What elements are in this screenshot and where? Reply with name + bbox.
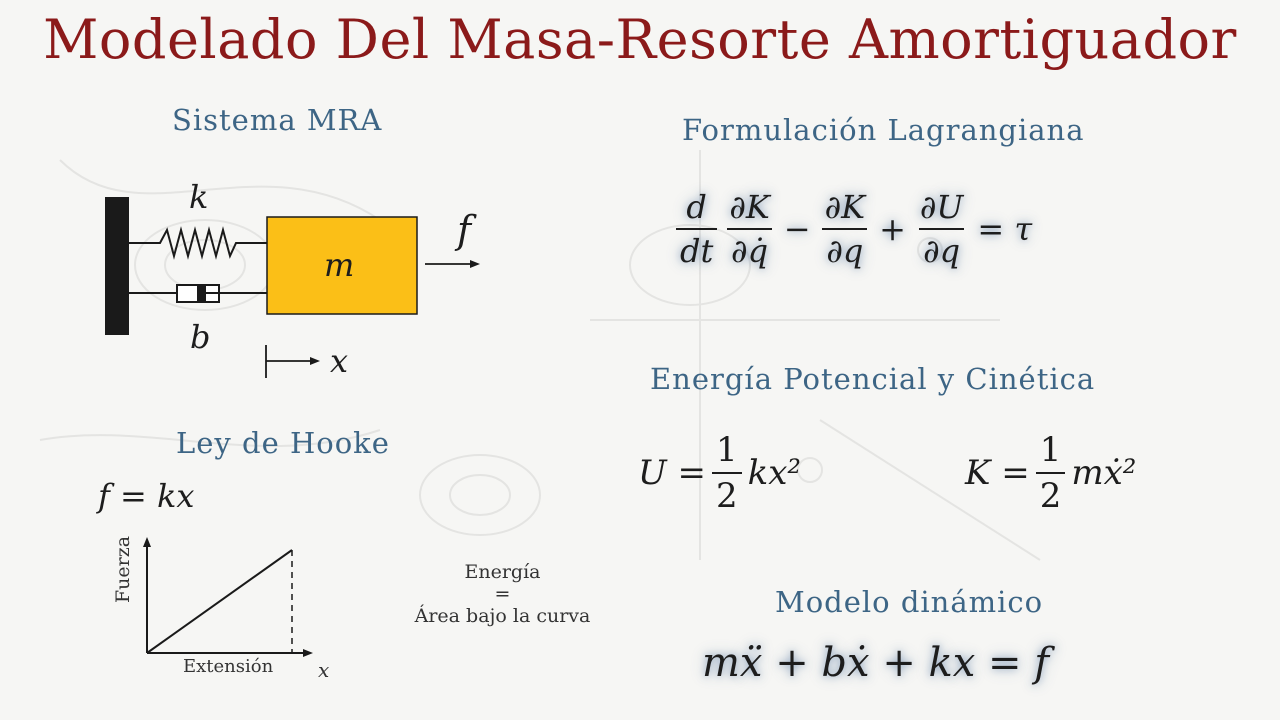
u-left: U = [638,453,706,493]
frac-dk-dqdot: ∂K ∂q̇ [725,188,773,270]
heading-formulacion-lagrangiana: Formulación Lagrangiana [682,113,1085,147]
frac-one-half: 1 2 [1035,430,1066,516]
frac-den: ∂q [919,228,965,270]
damper-piston [197,284,206,303]
frac-den: 2 [711,472,742,516]
force-label: f [457,208,472,252]
frac-den: ∂q̇ [727,228,773,270]
frac-den: dt [676,228,718,270]
bg-curve [39,429,381,448]
heading-sistema-mra: Sistema MRA [172,103,383,137]
k-right: mẋ² [1071,453,1137,493]
mass-block [266,216,418,315]
u-right: kx² [747,453,802,493]
y-axis-arrowhead [143,537,151,547]
frac-d-dt: d dt [676,188,718,270]
lagrange-equation: d dt ∂K ∂q̇ − ∂K ∂q + ∂U ∂q = τ [672,188,1032,270]
minus-sign: − [783,210,811,248]
bg-joint [917,237,943,263]
frac-one-half: 1 2 [711,430,742,516]
energy-note-line3: Área bajo la curva [414,605,591,627]
frac-num: ∂K [729,188,770,226]
bg-swirl [419,454,541,536]
bg-curve [59,159,381,221]
energy-note-line2: = [494,583,511,605]
frac-den: ∂q [822,228,868,270]
hooke-equation: f = kx [98,477,195,515]
bg-link [819,419,1041,561]
force-arrowhead [470,260,480,268]
frac-den: 2 [1035,472,1066,516]
x-axis-label: Extensión [183,656,274,677]
spring [129,226,267,260]
displacement-label: x [330,342,349,380]
force-line [146,549,293,654]
page-title: Modelado Del Masa-Resorte Amortiguador [43,8,1237,71]
frac-num: ∂K [824,188,866,226]
bg-swirl [449,474,511,516]
x-axis-var: x [318,658,330,682]
energy-note-line1: Energía [464,561,541,583]
spring-label: k [189,178,209,216]
k-left: K = [965,453,1030,493]
hooke-graph [143,537,313,657]
dynamic-model-equation: mẍ + bẋ + kx = f [702,640,1050,686]
bg-swirl [629,224,751,306]
frac-dk-dq: ∂K ∂q [821,188,869,270]
x-axis-arrowhead [303,649,313,657]
heading-ley-de-hooke: Ley de Hooke [176,426,390,460]
heading-energia: Energía Potencial y Cinética [650,362,1096,396]
kinetic-energy-equation: K = 1 2 mẋ² [965,430,1136,516]
wall [105,197,129,335]
frac-num: 1 [1039,430,1062,470]
frac-du-dq: ∂U ∂q [916,188,968,270]
bg-joint [797,457,823,483]
frac-num: 1 [715,430,738,470]
mass-label: m [324,246,355,284]
energy-note: Energía = Área bajo la curva [385,561,620,627]
damper-label: b [190,318,211,356]
equals-tau: = τ [977,210,1033,248]
mra-diagram [105,197,480,378]
plus-sign: + [879,210,906,248]
displacement-arrowhead [310,357,320,365]
frac-num: ∂U [919,188,964,226]
heading-modelo-dinamico: Modelo dinámico [775,585,1044,619]
potential-energy-equation: U = 1 2 kx² [638,430,801,516]
y-axis-label: Fuerza [112,535,134,603]
frac-num: d [686,188,707,226]
